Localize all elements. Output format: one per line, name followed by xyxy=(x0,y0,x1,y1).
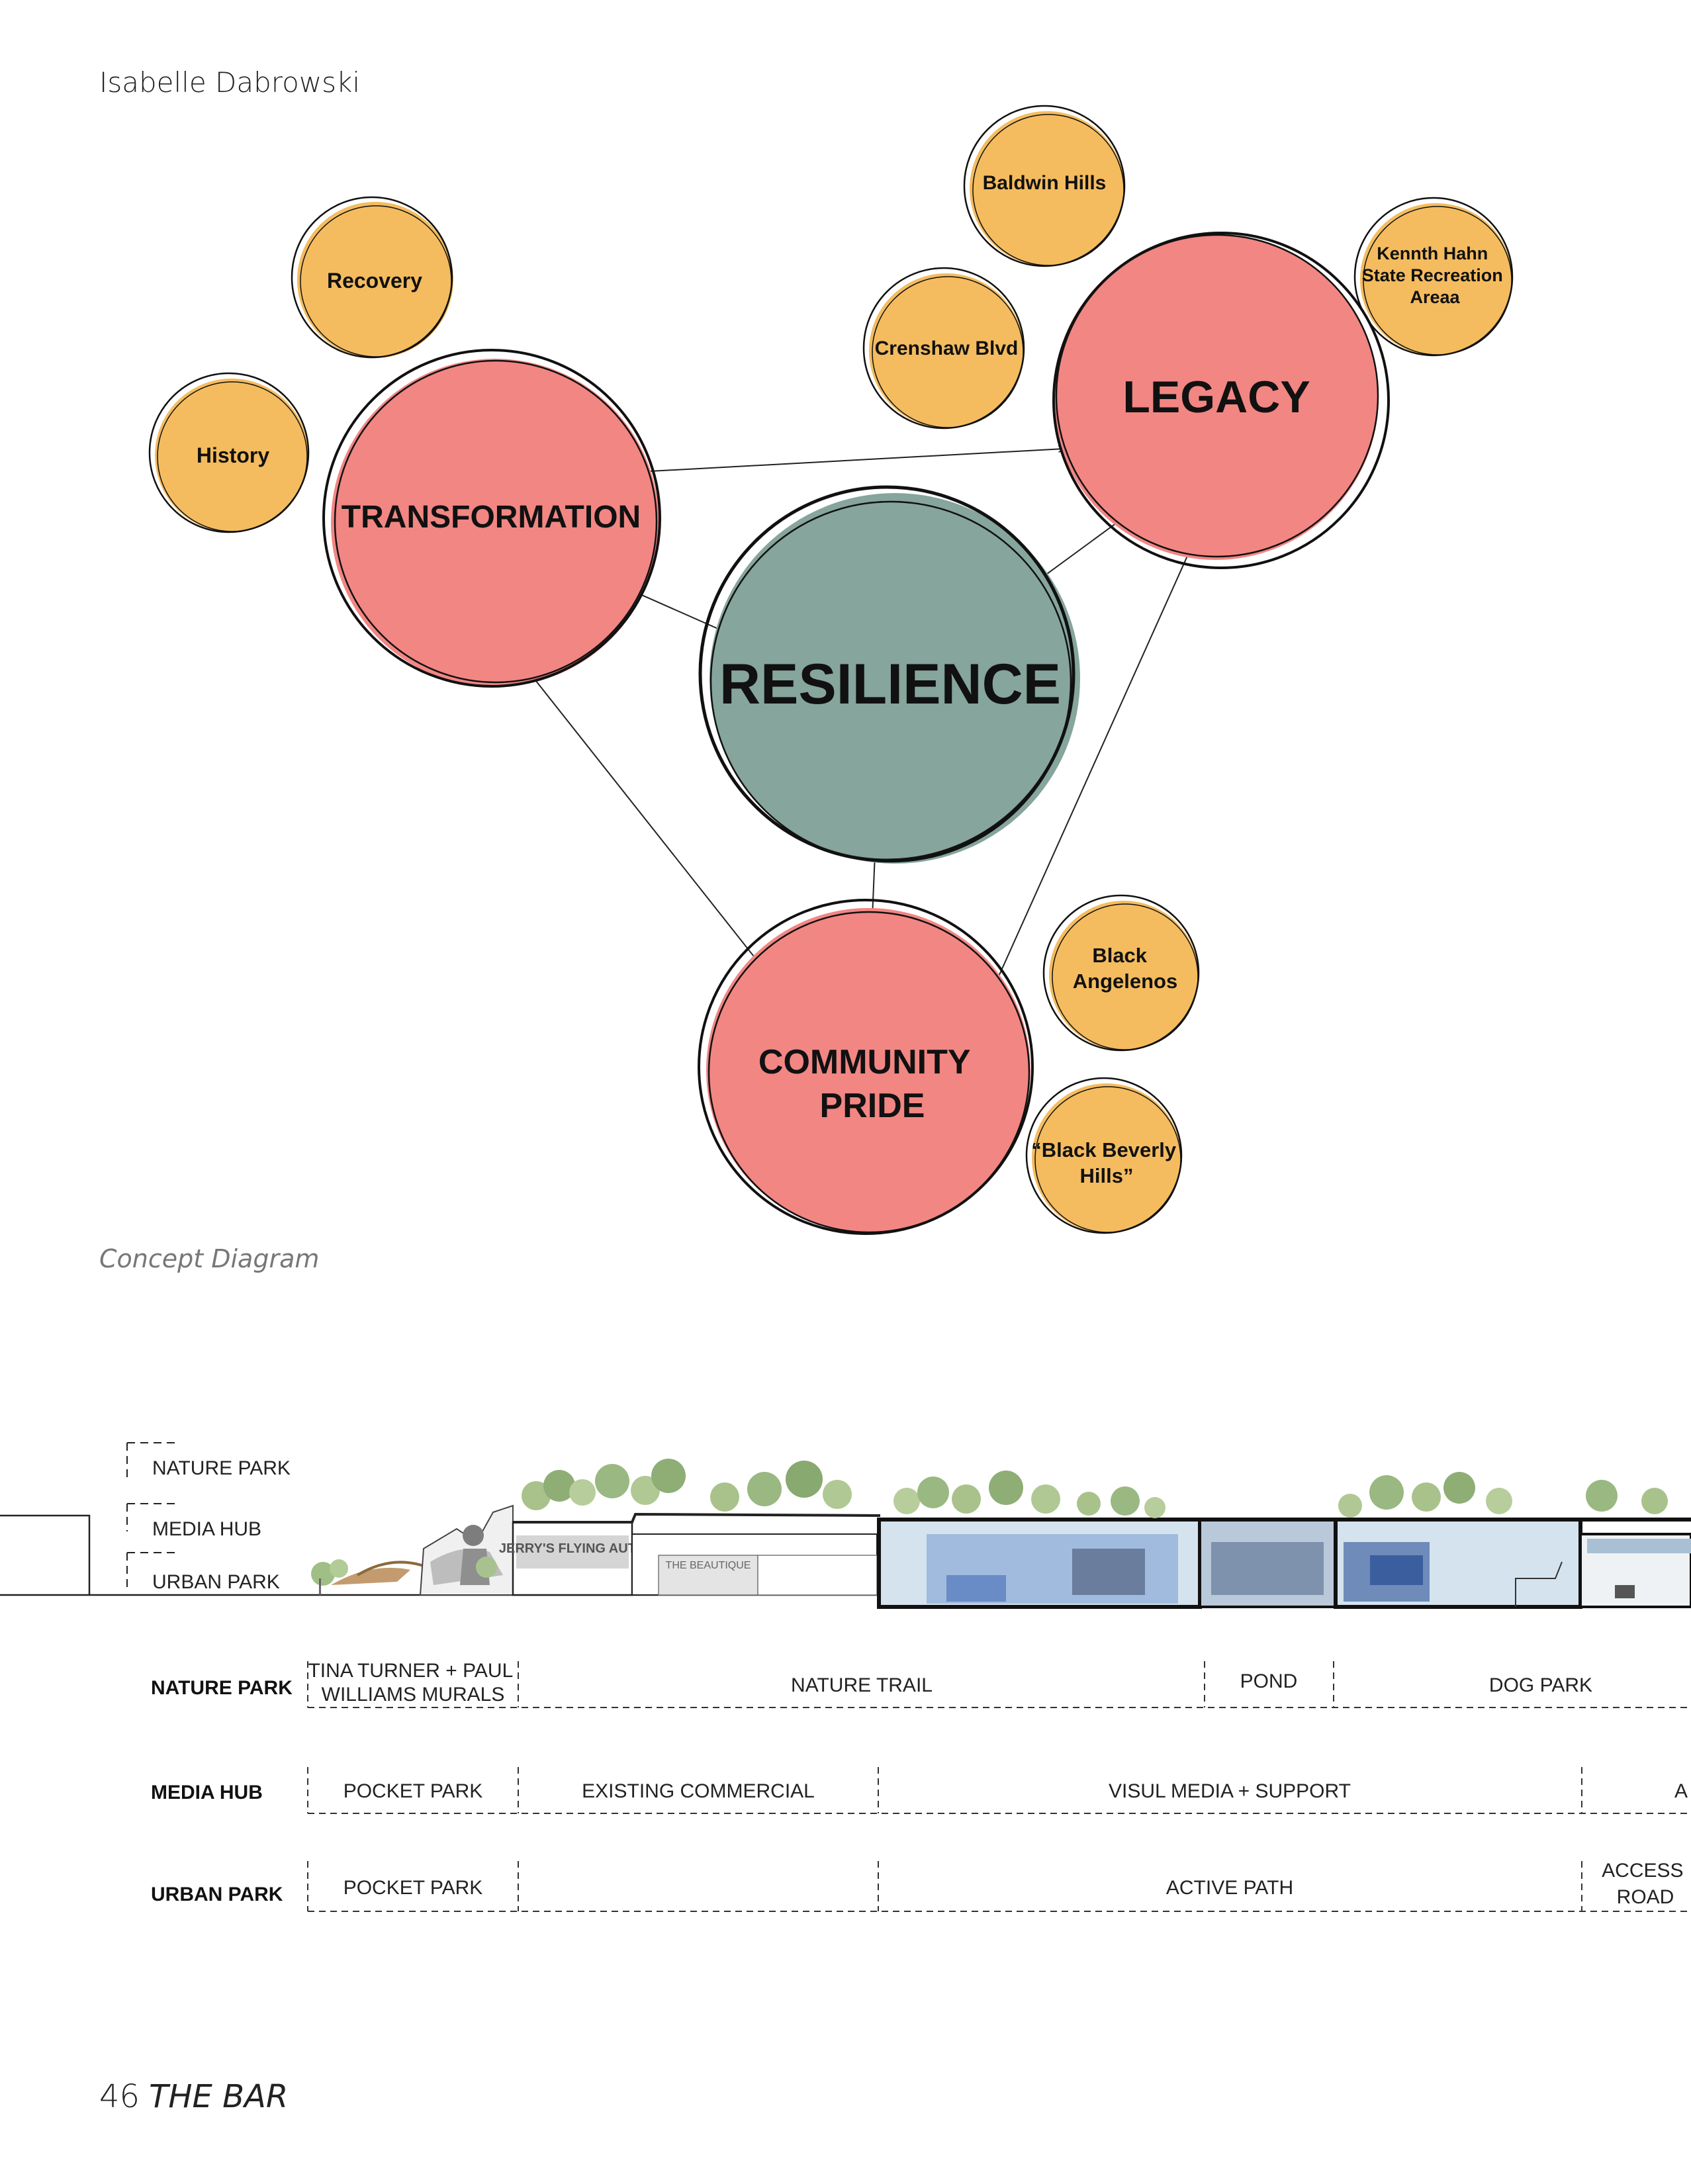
cell-existing-commercial: EXISTING COMMERCIAL xyxy=(582,1780,815,1802)
satellite-baldwin-hills: Baldwin Hills xyxy=(963,105,1126,267)
cell-dog-park: DOG PARK xyxy=(1489,1674,1592,1696)
existing-commercial: JERRY'S FLYING AUTO THE BEAUTIQUE xyxy=(499,1512,881,1596)
legacy-label: LEGACY xyxy=(1122,372,1310,422)
cell-murals: TINA TURNER + PAUL WILLIAMS MURALS xyxy=(308,1660,518,1706)
crenshaw-label: Crenshaw Blvd xyxy=(875,338,1019,359)
layer-label-urban-park: URBAN PARK xyxy=(152,1571,280,1593)
transformation-bubble: TRANSFORMATION xyxy=(322,349,661,688)
black-angelenos-label: Black Angelenos xyxy=(1073,944,1177,993)
roof-trees-media-hub xyxy=(893,1471,1668,1518)
community-pride-line-1: COMMUNITY xyxy=(758,1043,970,1081)
pocket-park-murals xyxy=(311,1504,514,1596)
commercial-sign-1: JERRY'S FLYING AUTO xyxy=(499,1541,646,1556)
community-pride-line-2: PRIDE xyxy=(820,1087,925,1125)
commercial-sign-2: THE BEAUTIQUE xyxy=(666,1560,751,1571)
row-label-media-hub: MEDIA HUB xyxy=(151,1782,263,1803)
roof-trees-commercial xyxy=(522,1459,852,1512)
history-label: History xyxy=(197,443,269,467)
cell-access-road: ACCESS ROAD xyxy=(1602,1860,1689,1908)
figure-caption: Concept Diagram xyxy=(99,1244,320,1273)
resilience-label: RESILIENCE xyxy=(719,653,1061,716)
row-label-urban-park: URBAN PARK xyxy=(151,1884,283,1905)
recovery-label: Recovery xyxy=(327,269,422,293)
cell-pond: POND xyxy=(1240,1670,1298,1692)
satellite-black-beverly-hills: “Black Beverly Hills” xyxy=(1025,1077,1183,1234)
layer-label-media-hub: MEDIA HUB xyxy=(152,1518,261,1540)
satellite-crenshaw: Crenshaw Blvd xyxy=(862,267,1025,430)
cell-active-path: ACTIVE PATH xyxy=(1166,1877,1293,1899)
row-label-nature-park: NATURE PARK xyxy=(151,1677,293,1699)
cell-pocket-park-media: POCKET PARK xyxy=(343,1780,483,1802)
satellite-recovery: Recovery xyxy=(291,196,453,359)
cell-visual-media: VISUL MEDIA + SUPPORT xyxy=(1109,1780,1351,1802)
media-hub-building xyxy=(877,1518,1691,1609)
community-pride-bubble: COMMUNITY PRIDE xyxy=(698,899,1034,1235)
satellite-history: History xyxy=(148,372,310,533)
page-number: 46 xyxy=(99,2078,140,2115)
arrow-legacy-pride xyxy=(987,555,1188,1001)
kenneth-hahn-label: Kennth Hahn State Recreation Areaa xyxy=(1362,244,1508,307)
author-name: Isabelle Dabrowski xyxy=(99,66,361,99)
program-table-lines xyxy=(307,1661,1691,1912)
arrow-transformation-legacy xyxy=(602,449,1064,474)
legacy-bubble: LEGACY xyxy=(1052,232,1390,569)
baldwin-hills-label: Baldwin Hills xyxy=(983,172,1107,194)
community-pride-label: COMMUNITY PRIDE xyxy=(758,1043,980,1125)
satellite-black-angelenos: Black Angelenos xyxy=(1042,894,1200,1052)
layer-legend xyxy=(126,1442,177,1588)
transformation-label: TRANSFORMATION xyxy=(342,500,641,535)
site-section-drawing: NATURE PARK MEDIA HUB URBAN PARK JERRY'S… xyxy=(0,1442,1691,1912)
cell-media-cut: A xyxy=(1674,1780,1688,1802)
cell-nature-trail: NATURE TRAIL xyxy=(791,1674,933,1696)
layer-label-nature-park: NATURE PARK xyxy=(152,1457,291,1479)
connection-arrows xyxy=(521,449,1188,1023)
resilience-bubble: RESILIENCE xyxy=(698,485,1080,864)
publication-title: THE BAR xyxy=(149,2078,289,2115)
cell-pocket-park-urban: POCKET PARK xyxy=(343,1877,483,1899)
satellite-kenneth-hahn: Kennth Hahn State Recreation Areaa xyxy=(1353,197,1514,357)
black-beverly-hills-label: “Black Beverly Hills” xyxy=(1031,1138,1182,1187)
